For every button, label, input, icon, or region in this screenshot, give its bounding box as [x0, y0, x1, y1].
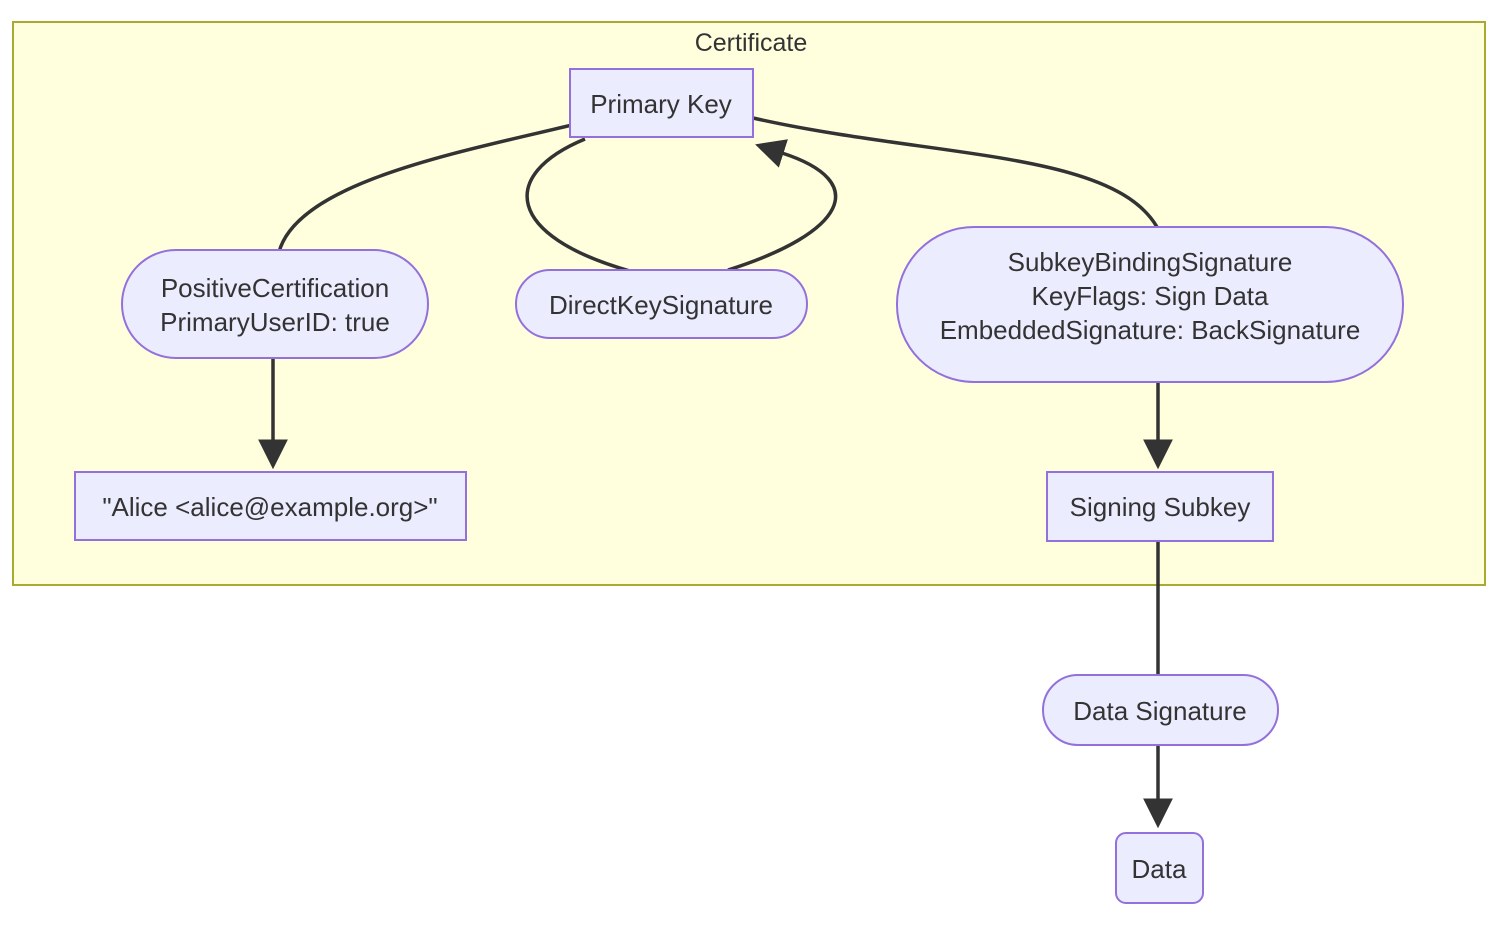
positive-certification-line2: PrimaryUserID: true [160, 307, 390, 337]
edge-primarykey-to-subkeybindingsignature [752, 116, 1159, 228]
data-signature-label: Data Signature [1073, 696, 1246, 726]
node-primary-key: Primary Key [569, 68, 754, 138]
edge-primarykey-to-positivecertification [277, 123, 573, 253]
user-id-label: "Alice <alice@example.org>" [102, 492, 437, 522]
node-data-signature: Data Signature [1042, 674, 1279, 746]
node-signing-subkey: Signing Subkey [1046, 471, 1274, 542]
subkey-binding-signature-line1: SubkeyBindingSignature [1008, 247, 1293, 277]
data-box [1115, 832, 1204, 904]
subkey-binding-signature-line2: KeyFlags: Sign Data [1031, 281, 1269, 311]
direct-key-signature-label: DirectKeySignature [549, 290, 773, 320]
user-id-box [74, 471, 467, 541]
node-positive-certification: PositiveCertification PrimaryUserID: tru… [121, 249, 429, 359]
primary-key-box [569, 68, 754, 138]
subkey-binding-signature-box [896, 226, 1404, 383]
node-subkey-binding-signature: SubkeyBindingSignature KeyFlags: Sign Da… [896, 226, 1404, 383]
positive-certification-line1: PositiveCertification [161, 273, 389, 303]
edge-directkeysignature-to-primarykey [727, 139, 838, 272]
node-direct-key-signature: DirectKeySignature [515, 269, 808, 339]
positive-certification-box [121, 249, 429, 359]
signing-subkey-box [1046, 471, 1274, 542]
data-label: Data [1132, 854, 1187, 884]
data-signature-box [1042, 674, 1279, 746]
direct-key-signature-box [515, 269, 808, 339]
edge-primarykey-to-directkeysignature [525, 137, 631, 273]
primary-key-label: Primary Key [590, 89, 732, 119]
certificate-container-title: Certificate [695, 29, 808, 57]
node-user-id: "Alice <alice@example.org>" [74, 471, 467, 541]
signing-subkey-label: Signing Subkey [1070, 492, 1251, 522]
subkey-binding-signature-line3: EmbeddedSignature: BackSignature [940, 315, 1361, 345]
node-data: Data [1115, 832, 1204, 904]
